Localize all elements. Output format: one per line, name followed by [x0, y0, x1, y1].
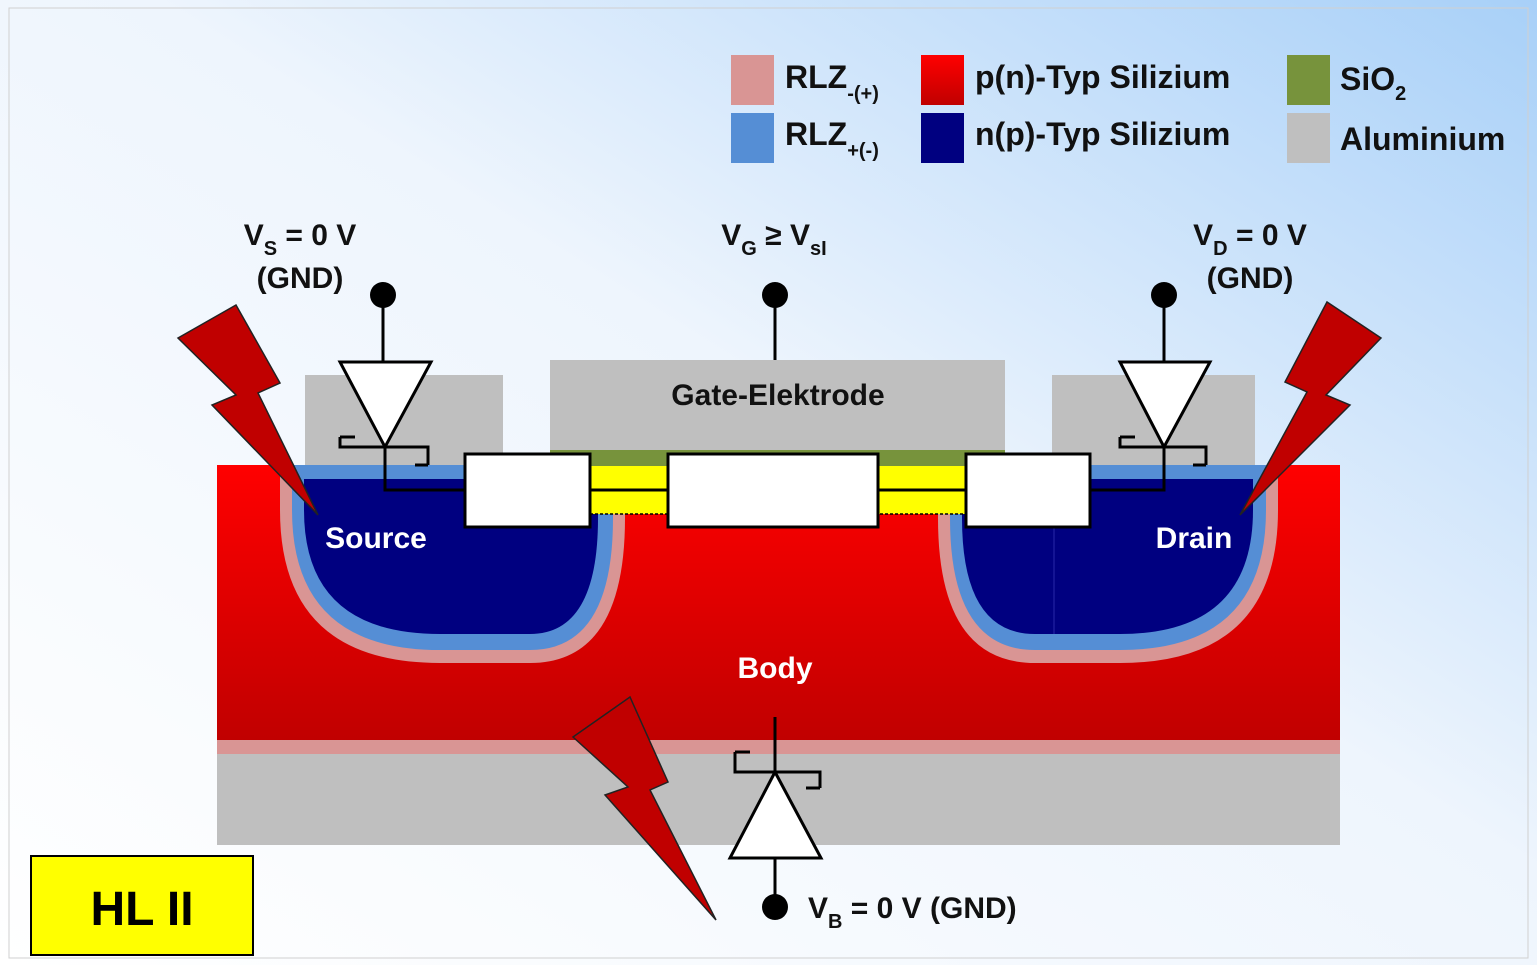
legend-swatch-n-silicon — [921, 113, 964, 163]
drain-label: Drain — [1156, 522, 1233, 555]
source-resistor — [463, 452, 592, 529]
drain-wire — [1090, 447, 1166, 492]
body-zener-bar — [733, 752, 822, 788]
source-wire — [383, 447, 465, 492]
drain-surface-layer — [1089, 465, 1255, 479]
legend-label-aluminium: Aluminium — [1340, 121, 1505, 157]
source-terminal-node — [370, 282, 396, 308]
legend-swatch-aluminium — [1287, 113, 1330, 163]
legend-swatch-sio2 — [1287, 55, 1330, 105]
drain-voltage-label: VD = 0 V — [1193, 219, 1307, 260]
source-label: Source — [325, 522, 427, 555]
body-voltage-label: VB = 0 V (GND) — [808, 892, 1017, 933]
channel-resistor — [666, 452, 880, 529]
body-terminal-node — [762, 894, 788, 920]
body-label: Body — [738, 652, 813, 685]
lightning-icon-drain — [1239, 300, 1383, 516]
gate-voltage-label: VG ≥ VsI — [721, 219, 826, 260]
gate-terminal — [762, 282, 788, 360]
hl-badge-label: HL II — [90, 883, 193, 936]
slide-frame — [8, 7, 1529, 959]
lightning-icon-source — [176, 303, 319, 516]
drain-gnd-label: (GND) — [1207, 262, 1294, 295]
body-terminal — [727, 717, 824, 920]
legend-label-p-silicon: p(n)-Typ Silizium — [975, 59, 1230, 95]
drain-diode-icon — [1117, 360, 1213, 451]
source-gnd-label: (GND) — [257, 262, 344, 295]
source-surface-layer — [292, 465, 466, 479]
hl-badge — [30, 855, 254, 956]
source-terminal — [337, 282, 465, 492]
legend-swatch-p-silicon — [921, 55, 964, 105]
drain-terminal-node — [1151, 282, 1177, 308]
source-diode-icon — [337, 360, 434, 451]
gate-electrode — [550, 360, 1005, 450]
lightning-icon-body — [571, 695, 717, 921]
legend-label-n-silicon: n(p)-Typ Silizium — [975, 116, 1230, 152]
gate-electrode-label: Gate-Elektrode — [671, 379, 884, 412]
legend-label-sio2: SiO2 — [1340, 61, 1406, 105]
legend-swatch-rlz-neg — [731, 55, 774, 105]
source-voltage-label: VS = 0 V — [244, 219, 357, 260]
legend: RLZ-(+) RLZ+(-) p(n)-Typ Silizium n(p)-T… — [731, 55, 1505, 163]
drain-terminal — [1090, 282, 1213, 492]
legend-swatch-rlz-pos — [731, 113, 774, 163]
gate-terminal-node — [762, 282, 788, 308]
drain-resistor — [964, 452, 1092, 529]
legend-label-rlz-neg: RLZ-(+) — [785, 59, 879, 105]
legend-label-rlz-pos: RLZ+(-) — [785, 116, 879, 162]
body-depletion-layer — [217, 740, 1340, 754]
